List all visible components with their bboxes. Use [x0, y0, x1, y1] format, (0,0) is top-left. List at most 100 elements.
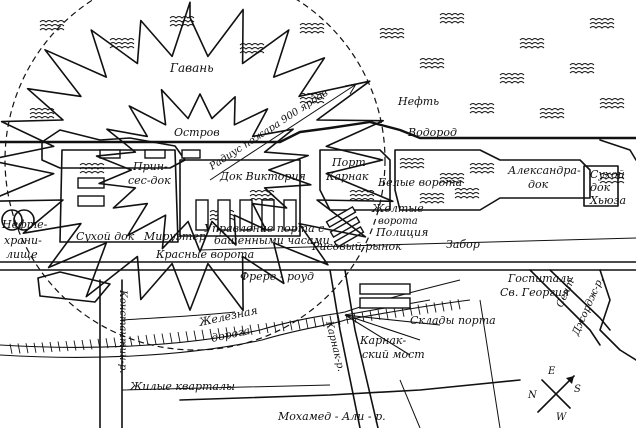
wave-mark — [299, 101, 325, 104]
railway-2 — [0, 299, 471, 358]
rail-tie — [113, 337, 117, 348]
north-quay-line — [0, 120, 636, 144]
wave-mark — [349, 198, 375, 201]
wave-mark — [39, 24, 65, 27]
label-krasnye-vorota: Красные ворота — [155, 248, 254, 261]
wave-mark — [349, 190, 375, 193]
wave-mark — [39, 28, 65, 31]
wave-mark — [599, 173, 625, 176]
mokhamed-ali-road — [179, 379, 521, 401]
rail-tie — [137, 335, 141, 346]
blast-inner — [95, 88, 312, 253]
label-vorota: ворота — [378, 216, 418, 227]
wave-mark — [499, 81, 525, 84]
wave-mark — [469, 171, 495, 174]
label-nefte-1: Нефте- — [1, 218, 48, 231]
wave-mark — [599, 177, 625, 180]
wave-mark — [79, 171, 105, 174]
label-sukhoy-h: Сухой — [590, 168, 625, 181]
wave-mark — [239, 51, 265, 54]
compass-w: W — [556, 412, 567, 423]
label-gavan: Гавань — [169, 61, 214, 75]
princess-dock — [59, 149, 179, 243]
label-dok: док — [528, 178, 549, 191]
fire-radius-circle — [4, 0, 386, 351]
wave-mark — [599, 106, 625, 109]
wave-mark — [439, 21, 465, 24]
island — [41, 129, 186, 169]
rail-tie — [169, 332, 173, 343]
label-gospital-1: Госпиталь — [507, 272, 572, 285]
rail-tie — [305, 318, 309, 329]
wave-mark — [499, 73, 525, 76]
wave-mark — [439, 177, 465, 180]
label-nefte-3: лище — [6, 248, 38, 261]
wave-mark — [109, 42, 135, 45]
wave-mark — [379, 32, 405, 35]
rail-tie — [185, 331, 189, 342]
alexandra-dock — [394, 149, 591, 211]
rail-tie — [369, 310, 373, 321]
label-port: Порт — [331, 156, 366, 169]
wave-mark — [569, 63, 595, 66]
rail-tie — [33, 342, 37, 353]
rail-tie — [449, 300, 453, 311]
label-belye-vorota: Белые ворота — [377, 176, 462, 189]
rail-tie — [41, 342, 45, 353]
wave-mark — [454, 192, 480, 195]
rail-tie — [9, 343, 13, 354]
label-upravlenie-1: Управление порта с — [204, 222, 324, 235]
wave-mark — [39, 20, 65, 23]
label-upravlenie-2: башенными часами — [214, 234, 330, 247]
wave-mark — [439, 181, 465, 184]
wave-mark — [469, 111, 495, 114]
wave-mark — [419, 66, 445, 69]
wave-mark — [299, 27, 325, 30]
label-neft-top: Нефть — [397, 95, 439, 108]
victoria-dock — [179, 159, 301, 237]
wave-mark — [539, 108, 565, 111]
label-dok-h: док — [590, 181, 611, 194]
wave-mark — [239, 43, 265, 46]
rail-tie — [273, 322, 277, 333]
wave-mark — [79, 163, 105, 166]
label-mokhamed-ali: Мохамед - Али - р. — [277, 410, 386, 423]
rail-tie — [25, 343, 29, 354]
wave-mark — [539, 116, 565, 119]
wave-mark — [399, 158, 425, 161]
rail-tie — [433, 302, 437, 313]
label-nefte-2: храни- — [4, 234, 42, 247]
rail-tie — [425, 303, 429, 314]
wave-mark — [519, 38, 545, 41]
wave-mark — [469, 107, 495, 110]
wave-mark — [419, 201, 445, 204]
label-gospital-2: Св. Георгия — [500, 286, 569, 299]
east-coast — [599, 139, 636, 361]
rail-tie — [289, 320, 293, 331]
wave-mark — [169, 20, 195, 23]
rail-tie — [65, 340, 69, 352]
wave-mark — [599, 98, 625, 101]
compass-e: E — [547, 366, 556, 377]
rail-tie — [393, 307, 397, 318]
rail-tie — [153, 334, 157, 345]
label-zheltye: Желтые — [371, 202, 424, 215]
compass-s: S — [574, 384, 581, 395]
rail-tie — [105, 338, 109, 349]
rail-tie — [321, 316, 325, 327]
rail-tie — [209, 328, 213, 340]
wave-mark — [469, 163, 495, 166]
wave-mark — [599, 181, 625, 184]
wave-mark — [299, 31, 325, 34]
wave-mark — [379, 36, 405, 39]
wave-mark — [469, 103, 495, 106]
label-policia: Полиция — [375, 226, 428, 239]
rail-tie — [193, 330, 197, 341]
rail-tie — [81, 339, 85, 351]
compass-icon — [537, 375, 575, 413]
wave-mark — [589, 18, 615, 21]
wave-mark — [299, 97, 325, 100]
wave-mark — [519, 42, 545, 45]
wave-mark — [239, 47, 265, 50]
rail-tie — [225, 327, 229, 338]
